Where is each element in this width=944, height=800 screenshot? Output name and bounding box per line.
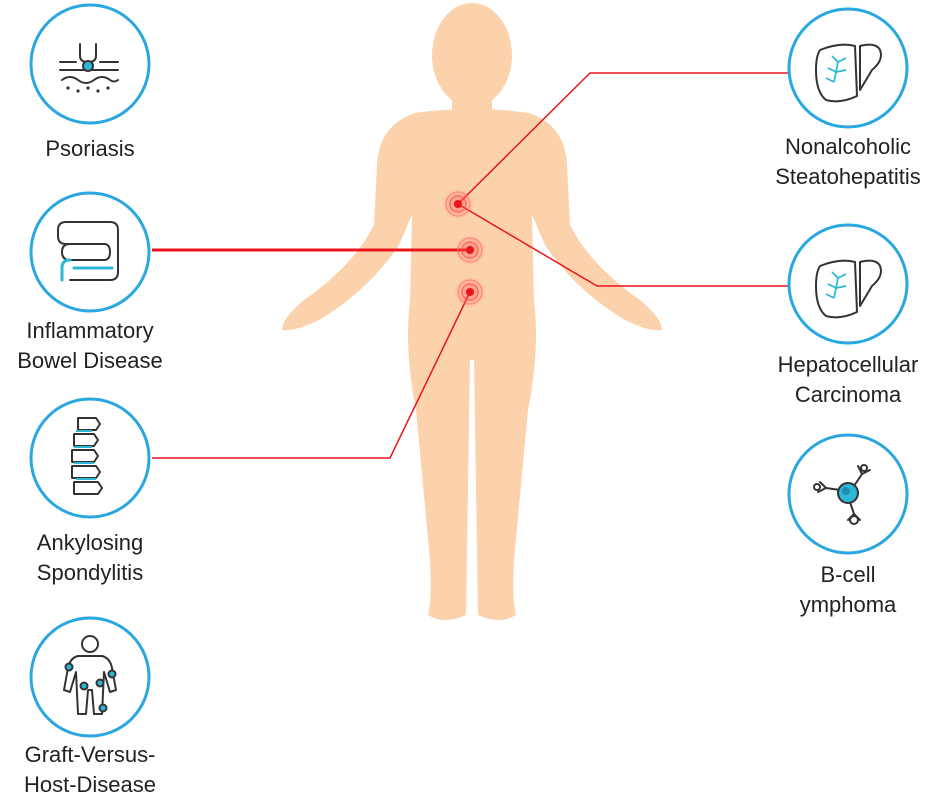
human-joints-icon — [63, 635, 117, 715]
label-nash: Nonalcoholic Steatohepatitis — [738, 132, 944, 192]
label-hcc: Hepatocellular Carcinoma — [738, 350, 944, 410]
label-nash-line2: Steatohepatitis — [775, 164, 921, 189]
label-as-line1: Ankylosing — [36, 530, 144, 555]
label-as: Ankylosing Spondylitis — [0, 528, 200, 588]
label-hcc-line1: Hepatocellular — [777, 352, 919, 377]
target-marker-middle — [454, 234, 486, 266]
spine-icon — [71, 417, 103, 495]
label-bcl-line2: ymphoma — [799, 592, 897, 617]
hcc-icon-circle — [787, 223, 909, 345]
bcl-icon-circle — [787, 433, 909, 555]
label-ibd-line1: Inflammatory — [26, 318, 154, 343]
label-ibd: Inflammatory Bowel Disease — [0, 316, 200, 376]
skin-follicle-icon — [59, 43, 119, 93]
liver-icon — [815, 43, 882, 103]
label-gvhd-line1: Graft-Versus- — [24, 742, 156, 767]
label-nash-line1: Nonalcoholic — [785, 134, 911, 159]
label-hcc-line2: Carcinoma — [794, 382, 902, 407]
label-bcl-line1: B-cell — [820, 562, 876, 587]
connector-lines — [152, 72, 790, 459]
connector-nash — [457, 72, 790, 205]
intestine-icon — [57, 221, 119, 282]
label-bcl: B-cell ymphoma — [738, 560, 944, 620]
as-icon-circle — [29, 397, 151, 519]
target-marker-lower — [454, 276, 486, 308]
target-marker-upper — [442, 188, 474, 220]
b-cell-icon — [813, 464, 871, 525]
ibd-icon-circle — [29, 191, 151, 313]
label-ibd-line2: Bowel Disease — [17, 348, 163, 373]
label-psoriasis: Psoriasis — [0, 134, 200, 164]
gvhd-icon-circle — [29, 616, 151, 738]
label-gvhd-line2: Host-Disease — [23, 772, 157, 797]
psoriasis-icon-circle — [29, 3, 151, 125]
label-gvhd: Graft-Versus- Host-Disease — [0, 740, 200, 800]
label-psoriasis-line1: Psoriasis — [45, 136, 135, 161]
human-body-silhouette — [282, 3, 662, 620]
nash-icon-circle — [787, 7, 909, 129]
label-as-line2: Spondylitis — [36, 560, 144, 585]
liver-icon — [815, 259, 882, 319]
connector-hcc — [457, 203, 790, 287]
connector-as — [152, 291, 471, 459]
